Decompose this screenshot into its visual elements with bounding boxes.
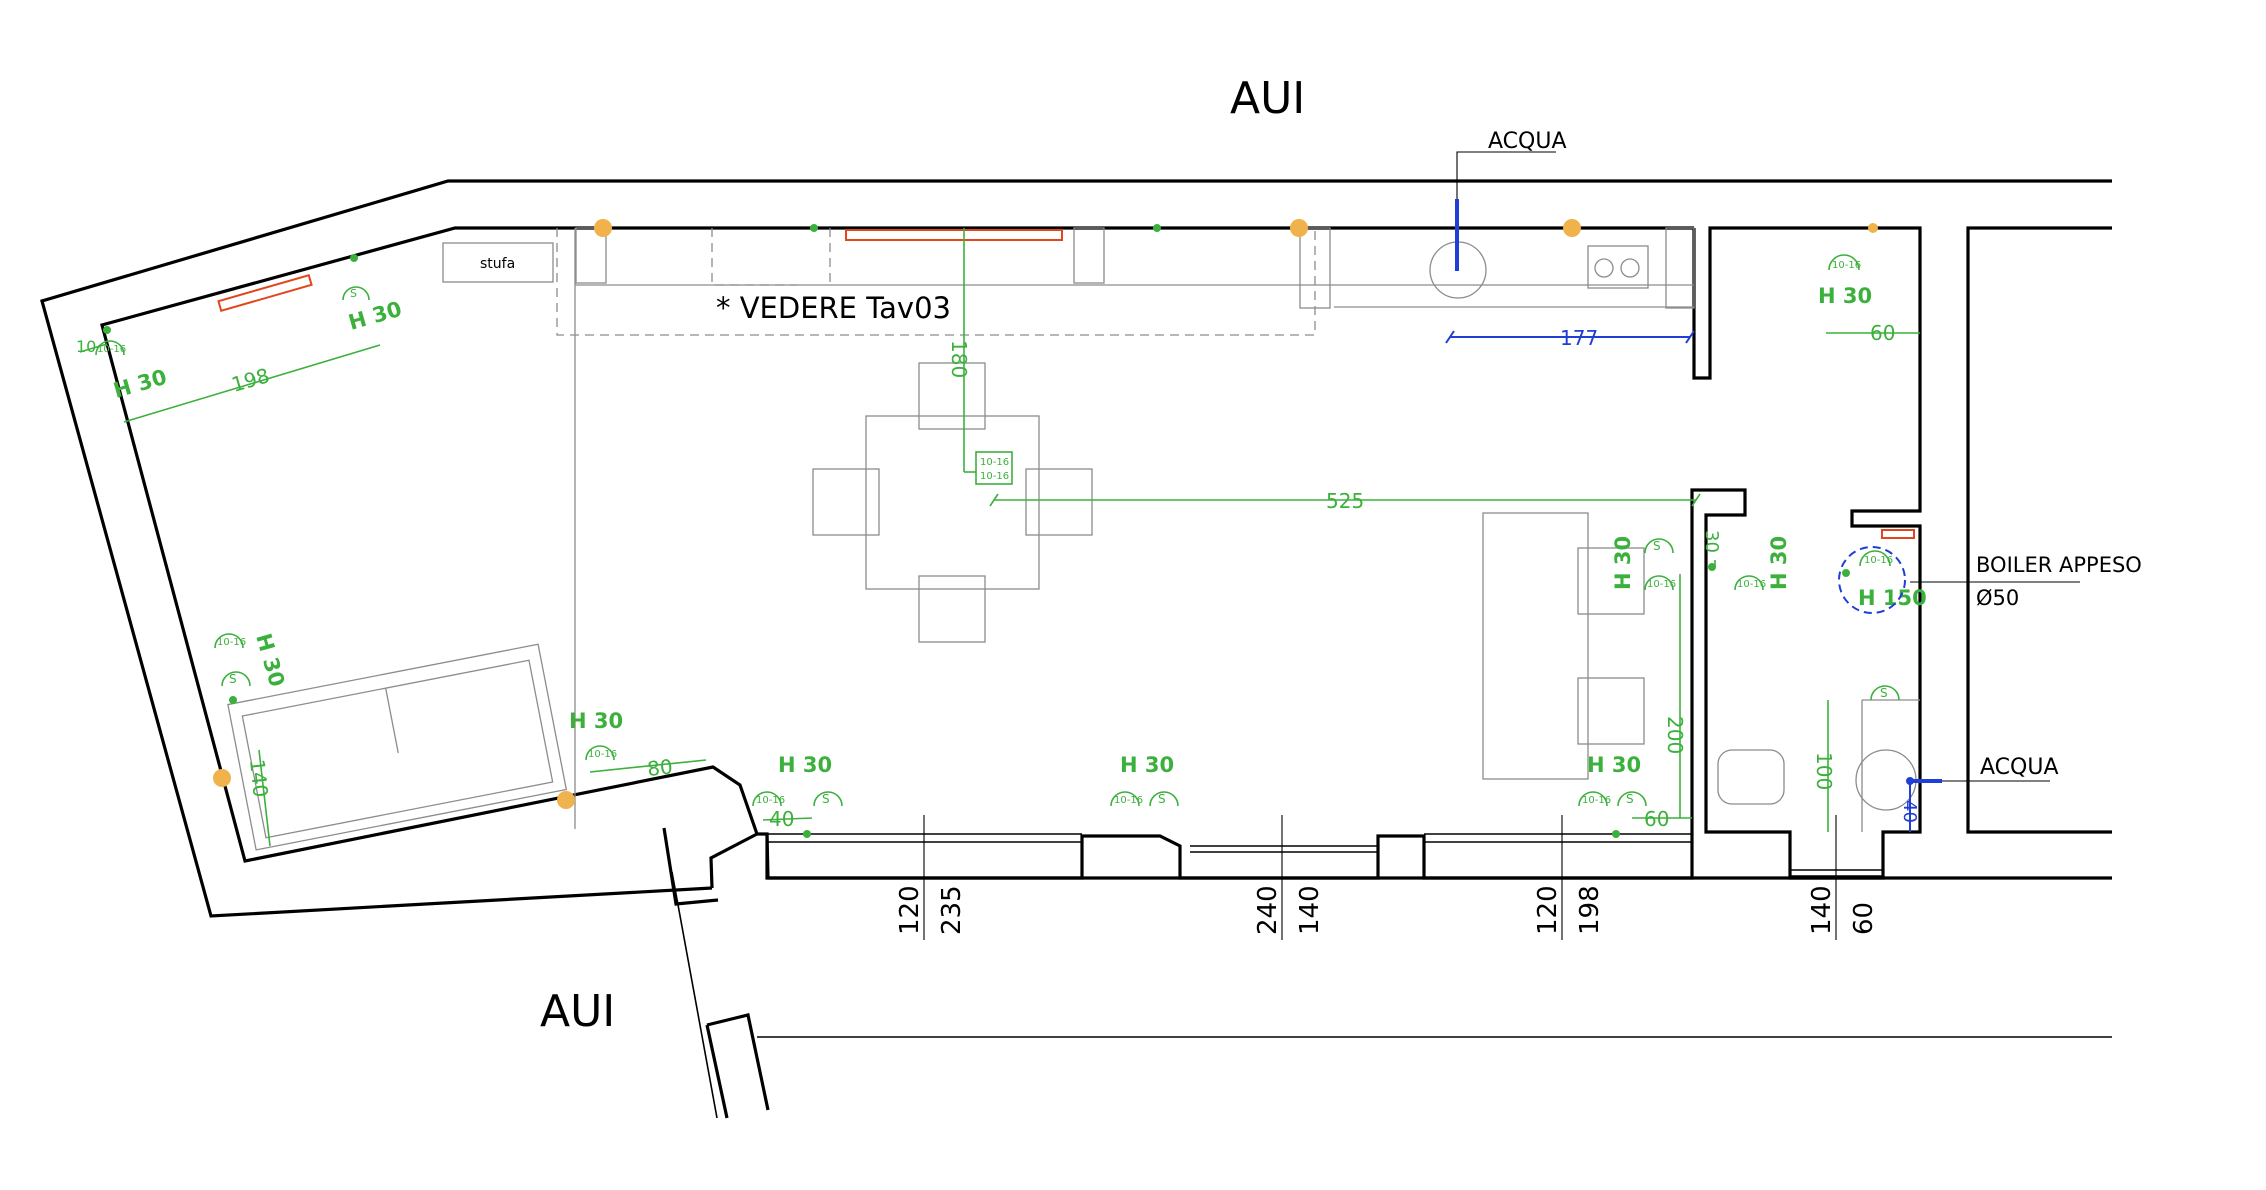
- svg-text:140: 140: [1295, 885, 1325, 935]
- electrical: S 10-16 10-16 S 10-16 S 10-16 S 10-16: [76, 224, 1927, 847]
- svg-text:240: 240: [1253, 885, 1283, 935]
- svg-text:198: 198: [1575, 885, 1605, 935]
- svg-text:H 30: H 30: [251, 631, 289, 690]
- boiler-icon: [1838, 546, 1906, 614]
- svg-text:60: 60: [1849, 902, 1879, 935]
- acqua-label-top: ACQUA: [1488, 129, 1567, 154]
- svg-text:10-16: 10-16: [1864, 555, 1893, 566]
- svg-text:120: 120: [895, 885, 925, 935]
- svg-text:H 30: H 30: [1120, 753, 1174, 777]
- socket-pair: 10-16 S: [1578, 791, 1647, 807]
- svg-text:10-16: 10-16: [980, 457, 1009, 468]
- socket-single: 10-16: [585, 745, 617, 761]
- gas-point-icon: [1868, 223, 1878, 233]
- boiler-diameter: Ø50: [1976, 586, 2019, 610]
- dining-table: [865, 415, 1040, 590]
- socket-group-bathroom-top: 10-16: [1828, 254, 1861, 271]
- svg-text:30: 30: [1701, 530, 1722, 553]
- svg-text:100: 100: [1812, 752, 1836, 790]
- svg-text:177: 177: [1560, 326, 1598, 350]
- svg-text:10: 10: [76, 337, 96, 356]
- svg-text:180: 180: [947, 340, 971, 378]
- furniture: [227, 227, 1920, 851]
- svg-text:525: 525: [1326, 489, 1364, 513]
- socket-single: S: [221, 671, 251, 687]
- svg-text:S: S: [1653, 539, 1661, 553]
- svg-text:235: 235: [937, 885, 967, 935]
- svg-text:198: 198: [229, 363, 272, 397]
- svg-text:40: 40: [1899, 800, 1920, 823]
- svg-text:S: S: [229, 672, 237, 686]
- svg-text:200: 200: [1663, 716, 1687, 754]
- svg-text:10-16: 10-16: [1647, 579, 1676, 590]
- toilet-icon: [1717, 749, 1785, 805]
- radiator-icon: [1881, 529, 1915, 539]
- svg-text:H 30: H 30: [1587, 753, 1641, 777]
- gas-points: [213, 219, 1878, 809]
- radiators: [217, 229, 1915, 539]
- socket-single: 10-16: [1734, 575, 1766, 591]
- svg-text:H 30: H 30: [569, 709, 623, 733]
- svg-text:S: S: [350, 287, 357, 300]
- socket-pair: 10-16 S: [752, 791, 843, 807]
- water: 177 40: [1445, 199, 1942, 832]
- annotations: ACQUA BOILER APPESO Ø50 ACQUA AUI AUI st…: [480, 73, 2142, 1037]
- boiler-label: BOILER APPESO: [1976, 553, 2142, 577]
- svg-text:H 30: H 30: [1611, 536, 1635, 590]
- svg-text:10-16: 10-16: [980, 471, 1009, 482]
- svg-text:S: S: [822, 792, 830, 806]
- kitchen-island: [1482, 512, 1589, 780]
- gas-point-icon: [1290, 219, 1308, 237]
- svg-text:H 30: H 30: [1767, 536, 1791, 590]
- gas-point-icon: [557, 791, 575, 809]
- svg-text:S: S: [1158, 792, 1166, 806]
- svg-text:40: 40: [769, 807, 794, 831]
- svg-text:H 30: H 30: [778, 753, 832, 777]
- svg-text:10-16: 10-16: [97, 344, 126, 355]
- socket-single: S: [1644, 538, 1674, 554]
- gas-point-icon: [594, 219, 612, 237]
- svg-text:60: 60: [1870, 321, 1895, 345]
- stufa-box: [442, 242, 554, 283]
- svg-text:H 30: H 30: [1818, 284, 1872, 308]
- gas-point-icon: [213, 769, 231, 787]
- window-dimensions: 120 235 240 140 120 198 140 60: [895, 815, 1879, 940]
- svg-text:10-16: 10-16: [1114, 795, 1143, 806]
- socket-group-left-top: S: [342, 286, 370, 301]
- aui-top-label: AUI: [1230, 73, 1305, 124]
- svg-text:10-16: 10-16: [588, 749, 617, 760]
- socket-single: 10-16: [95, 340, 126, 356]
- aui-bottom-label: AUI: [540, 986, 615, 1037]
- hob-icon: [1587, 245, 1649, 289]
- sofa: [227, 643, 568, 851]
- radiator-icon: [217, 274, 313, 312]
- acqua-label-right: ACQUA: [1980, 755, 2059, 780]
- socket-single: S: [1870, 685, 1900, 701]
- socket-single: 10-16: [1644, 575, 1676, 591]
- svg-text:10-16: 10-16: [1582, 795, 1611, 806]
- svg-text:140: 140: [1807, 885, 1837, 935]
- gas-point-icon: [1563, 219, 1581, 237]
- socket-single: 10-16: [1859, 550, 1893, 567]
- svg-text:S: S: [1626, 792, 1634, 806]
- svg-text:80: 80: [646, 754, 674, 781]
- svg-text:10-16: 10-16: [756, 795, 785, 806]
- svg-text:S: S: [1880, 686, 1888, 700]
- svg-text:H 30: H 30: [111, 365, 170, 403]
- svg-text:140: 140: [245, 758, 273, 798]
- vedere-note: * VEDERE Tav03: [716, 291, 951, 325]
- svg-text:60: 60: [1644, 807, 1669, 831]
- svg-text:120: 120: [1533, 885, 1563, 935]
- svg-text:H 30: H 30: [346, 297, 405, 335]
- svg-text:10-16: 10-16: [1737, 579, 1766, 590]
- stufa-label: stufa: [480, 256, 515, 272]
- socket-pair: 10-16 S: [1110, 791, 1179, 807]
- svg-text:10-16: 10-16: [1832, 260, 1861, 271]
- radiator-icon: [845, 229, 1063, 241]
- socket-single: 10-16: [214, 633, 246, 649]
- svg-text:10-16: 10-16: [217, 637, 246, 648]
